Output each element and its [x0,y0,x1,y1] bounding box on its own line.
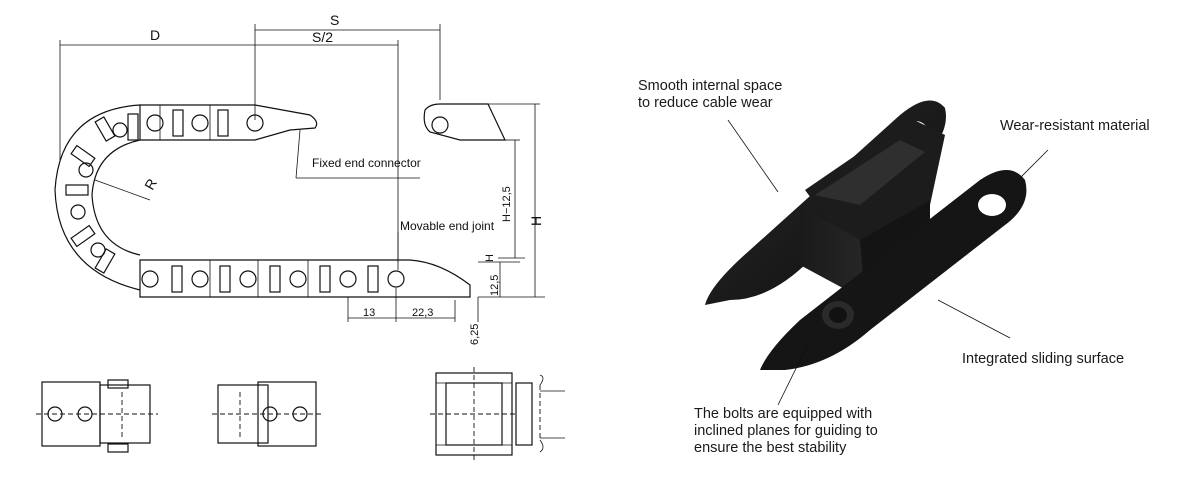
dim-r-label: R [141,176,160,193]
chain-lower-run [139,259,471,298]
chain-curve: R [54,104,160,291]
dim-13-label: 13 [363,307,375,319]
chain-upper-run [127,104,318,141]
drawing-canvas: S S/2 D R [36,12,565,461]
fixed-end-label: Fixed end connector [312,156,421,170]
smooth-leader [727,119,779,193]
side-view-middle [212,381,322,447]
bolts-line3: ensure the best stability [694,440,847,456]
bolts-line2: inclined planes for guiding to [694,423,878,439]
wear-resistant-label: Wear-resistant material [1000,118,1150,134]
dimension-22-3: 22,3 [396,300,456,322]
dim-s-half-label: S/2 [312,29,333,45]
sliding-leader [937,299,1011,339]
bolts-line1: The bolts are equipped with [694,406,872,422]
product-photo: Smooth internal space to reduce cable we… [600,0,1200,488]
bolts-leader [777,339,811,406]
dim-h-label: H [528,216,544,226]
sliding-surface-label: Integrated sliding surface [962,351,1124,367]
technical-drawing: S S/2 D R [0,0,600,488]
dim-s-label: S [330,12,339,28]
dim-625-label: 6,25 [469,324,481,345]
dimension-h: H [528,104,544,297]
fixed-end-bracket [423,103,540,141]
dimension-12-5: 12,5 [478,261,545,298]
wear-leader [1009,149,1049,189]
dimension-s-half: S/2 [255,29,399,270]
dim-d-label: D [150,27,160,43]
dim-h-inner-label: H [484,254,496,262]
dimension-13: 13 [347,288,397,322]
fixed-end-callout: Fixed end connector [295,129,421,179]
dimension-h-minus: H−12,5 H [484,140,525,262]
dim-125-label: 12,5 [489,275,501,296]
chain-link-photo [705,100,1027,370]
smooth-space-line1: Smooth internal space [638,78,782,94]
smooth-space-line2: to reduce cable wear [638,95,773,111]
movable-end-label: Movable end joint [400,219,495,233]
side-view-left [36,379,158,453]
dim-h-minus-label: H−12,5 [501,186,513,222]
dim-223-label: 22,3 [412,307,433,319]
photo-canvas: Smooth internal space to reduce cable we… [638,78,1150,456]
movable-end-callout: Movable end joint [397,219,495,262]
front-view [430,367,565,461]
dimension-s: S [254,12,441,120]
dimension-6-25: 6,25 [469,297,481,345]
dimension-d: D [59,27,255,160]
